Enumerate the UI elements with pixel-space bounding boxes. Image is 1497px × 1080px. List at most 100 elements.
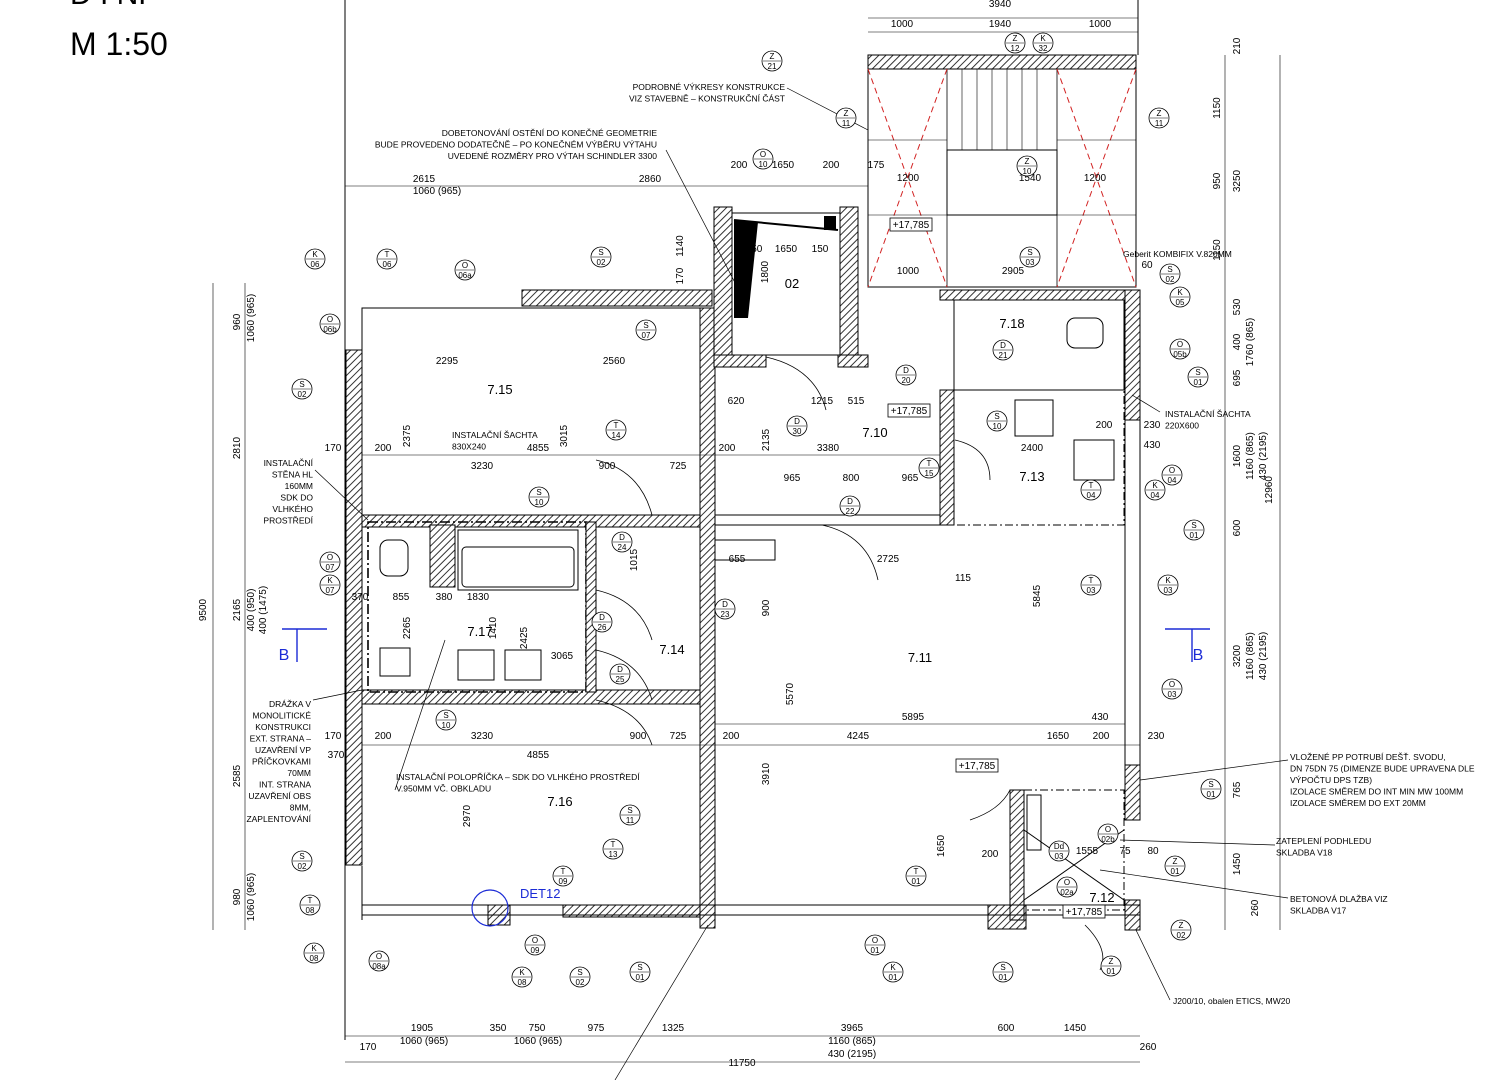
tag-type: S (1191, 521, 1196, 530)
reference-tag: T09 (552, 865, 574, 887)
dimension-text: 3380 (817, 443, 840, 454)
dimension-text: 900 (599, 461, 616, 472)
reference-tag: O10 (752, 148, 774, 170)
note-line: J200/10, obalen ETICS, MW20 (1173, 996, 1290, 1006)
reference-tag: S10 (986, 410, 1008, 432)
tag-type: K (1177, 288, 1183, 297)
vertical-dimension-text: 530 (1232, 298, 1243, 315)
reference-tags: Z21Z12K32Z11Z11Z10O10S03S02K05O05bS01K06… (291, 32, 1222, 988)
elevation-marks: +17,785+17,785+17,785+17,785 (887, 217, 1106, 919)
vertical-dimension-text: 3250 (1232, 169, 1243, 192)
note-line: IZOLACE SMĚREM DO INT MIN MW 100MM (1290, 787, 1463, 797)
dimension-text: 200 (719, 443, 736, 454)
dimension-text: 1830 (467, 592, 490, 603)
dimension-text: 380 (436, 592, 453, 603)
tag-type: O (462, 261, 468, 270)
tag-type: K (890, 963, 896, 972)
vertical-dimension-text: 1150 (1212, 97, 1223, 119)
room-label-r711: 7.11 (908, 650, 932, 665)
vertical-dimension-text: 9500 (198, 598, 209, 621)
dimension-text: 1060 (965) (514, 1036, 562, 1047)
dimension-text: 750 (529, 1023, 546, 1034)
tag-number: 03 (1168, 690, 1177, 699)
tag-number: 11 (1155, 119, 1164, 128)
vertical-dimension-text: 3015 (559, 424, 570, 447)
tag-number: 01 (1190, 531, 1199, 540)
tag-number: 06 (311, 260, 320, 269)
dimension-text: 725 (670, 731, 687, 742)
elevator-shaft (731, 212, 841, 356)
tag-type: S (1000, 963, 1005, 972)
tag-type: S (1027, 248, 1032, 257)
reference-tag: S10 (528, 486, 550, 508)
note-line: ZATEPLENÍ PODHLEDU (1276, 836, 1371, 846)
note-line: UVEDENÉ ROZMĚRY PRO VÝTAH SCHINDLER 3300 (448, 151, 658, 161)
reference-tag: T15 (918, 457, 940, 479)
dimension-text: 1160 (865) (828, 1036, 876, 1047)
tag-number: 01 (636, 973, 645, 982)
dimension-text: 200 (823, 160, 840, 171)
reference-tag: S01 (1200, 778, 1222, 800)
tag-number: 01 (999, 973, 1008, 982)
reference-tag: S02 (1159, 263, 1181, 285)
elevation-box (1062, 904, 1106, 919)
tag-type: Z (1179, 921, 1184, 930)
tag-type: D (1000, 341, 1006, 350)
tag-type: O (327, 315, 333, 324)
dimension-text: 2400 (1021, 443, 1044, 454)
elevation-box (887, 403, 931, 418)
tag-number: 14 (612, 431, 621, 440)
reference-tag: S03 (1019, 246, 1041, 268)
vertical-dimension-text: 5570 (785, 682, 796, 705)
vertical-dimension-text: 3910 (761, 762, 772, 785)
room-label-r716: 7.16 (547, 794, 572, 809)
reference-tag: Z02 (1170, 919, 1192, 941)
tag-number: 03 (1087, 586, 1096, 595)
vertical-dimension-text: 900 (761, 599, 772, 616)
tag-number: 01 (912, 877, 921, 886)
reference-tag: D21 (992, 339, 1014, 361)
vertical-dimension-text: 2585 (232, 764, 243, 787)
reference-tag: O03 (1161, 678, 1183, 700)
note-line: Geberit KOMBIFIX V.820MM (1123, 249, 1232, 259)
dimension-text: 3965 (841, 1023, 864, 1034)
elevation-text: +17,785 (1066, 907, 1103, 918)
dimension-text: 515 (848, 396, 865, 407)
reference-tag: S02 (291, 378, 313, 400)
tag-type: T (914, 867, 919, 876)
tag-type: O (1169, 466, 1175, 475)
reference-tag: K01 (882, 961, 904, 983)
tag-number: 15 (925, 469, 934, 478)
tag-type: K (1040, 34, 1046, 43)
tag-type: O (760, 150, 766, 159)
dimension-text: 1200 (1084, 173, 1107, 184)
tag-number: 10 (993, 422, 1002, 431)
tag-type: K (519, 968, 525, 977)
outer-walls (345, 206, 1141, 931)
reference-tag: O01 (864, 934, 886, 956)
dimension-text: 370 (352, 592, 369, 603)
door-swings (595, 356, 1104, 971)
note-line: DRÁŽKA V (269, 699, 311, 709)
room-label-r718: 7.18 (999, 316, 1024, 331)
tag-type: S (643, 321, 648, 330)
tag-number: 05 (1176, 298, 1185, 307)
dimension-text: 170 (325, 443, 342, 454)
tag-number: 02 (298, 862, 307, 871)
vertical-dimension-text: 2135 (761, 428, 772, 451)
dimension-text: 1650 (772, 160, 795, 171)
vertical-dimension-text: 980 (232, 888, 243, 905)
vertical-dimension-text: 12960 (1264, 476, 1275, 504)
tag-number: 01 (1194, 378, 1203, 387)
tag-type: S (637, 963, 642, 972)
note-line: IZOLACE SMĚREM DO EXT 20MM (1290, 798, 1426, 808)
dimension-text: 200 (1093, 731, 1110, 742)
tag-type: Z (1025, 157, 1030, 166)
